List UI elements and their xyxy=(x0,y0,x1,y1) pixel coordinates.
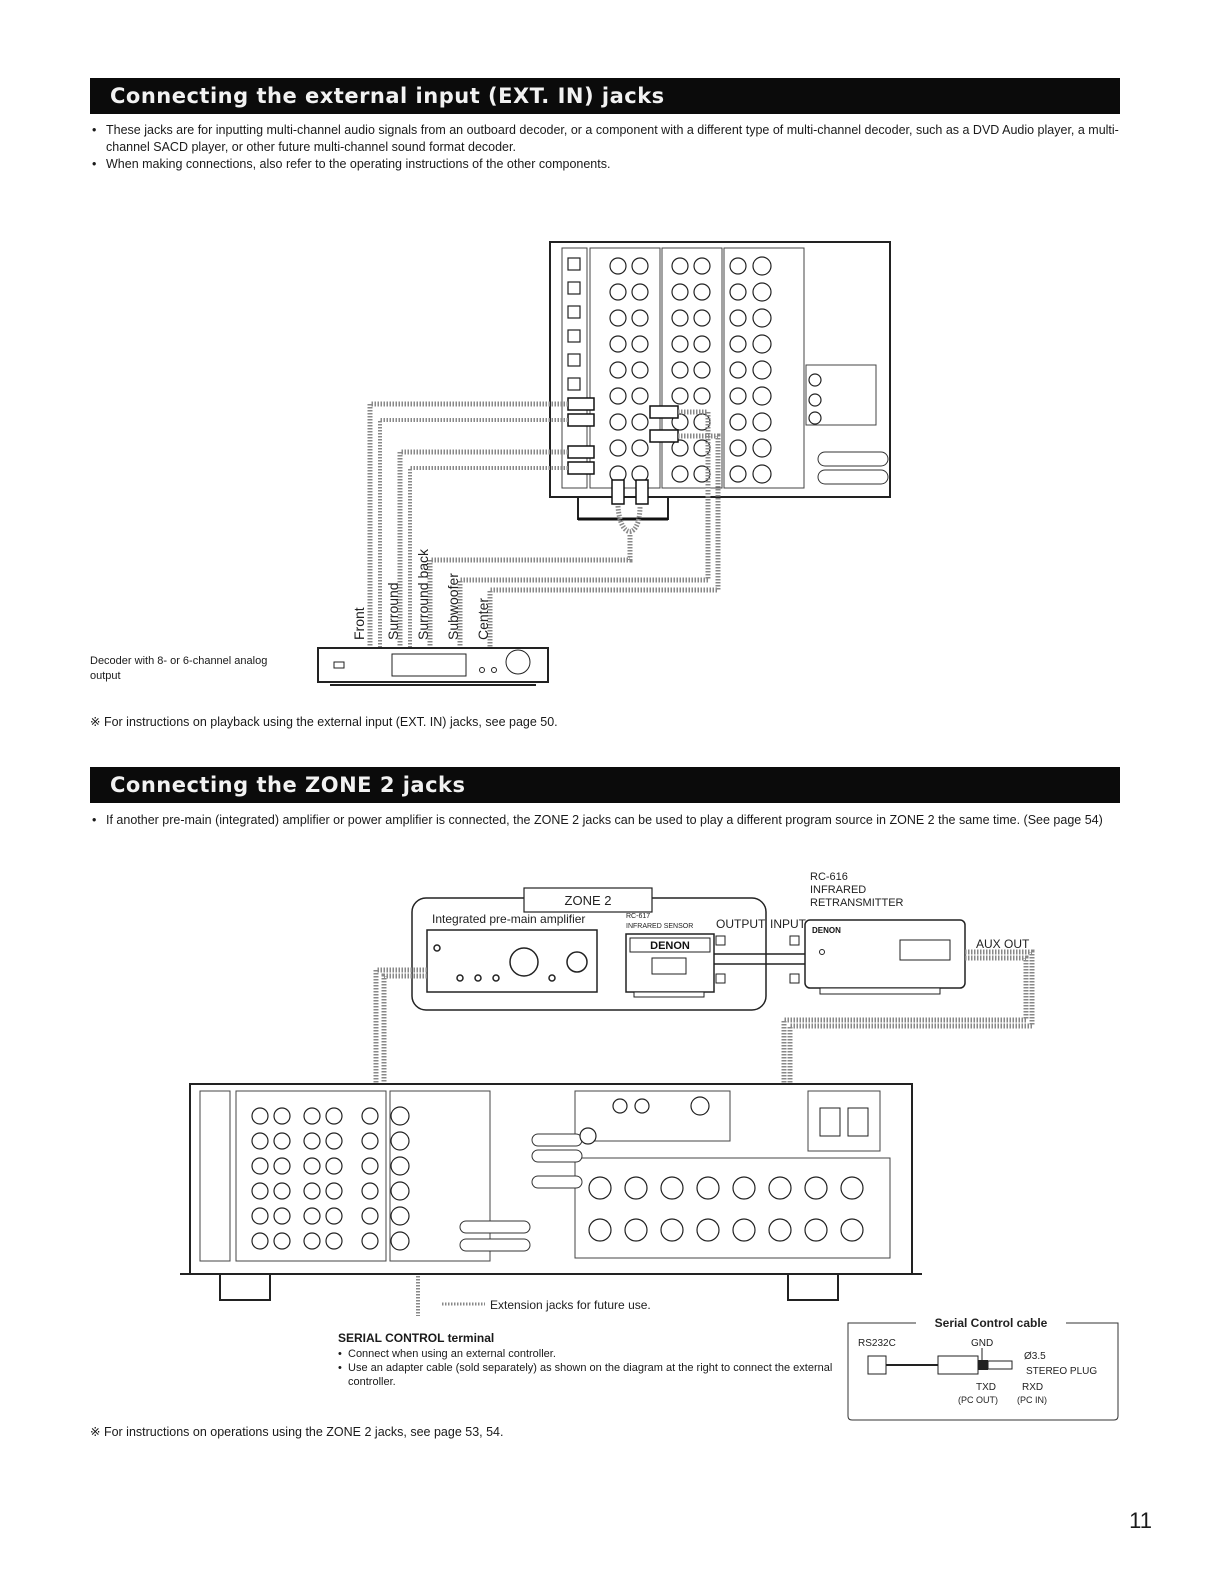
serial-terminal-list: Connect when using an external controlle… xyxy=(338,1347,838,1389)
zone2-connection-diagram: ZONE 2 Integrated pre-main amplifier RC-… xyxy=(180,871,1035,1316)
retransmitter-brand: DENON xyxy=(812,926,841,935)
txd-label: TXD xyxy=(976,1382,996,1393)
plug-size: Ø3.5 xyxy=(1024,1351,1046,1362)
rs232c-label: RS232C xyxy=(858,1338,896,1349)
cable-label-surround: Surround xyxy=(385,582,401,640)
input-label: INPUT xyxy=(770,917,807,931)
sensor-label: INFRARED SENSOR xyxy=(626,923,693,930)
cable-label-center: Center xyxy=(475,598,491,640)
infrared-retransmitter: DENON xyxy=(804,919,966,995)
decoder-label: Decoder with 8- or 6-channel analog outp… xyxy=(90,655,268,682)
cable-label-front: Front xyxy=(351,607,367,640)
zone2-label: ZONE 2 xyxy=(565,893,612,908)
zone2-jack-grid xyxy=(251,1096,864,1251)
infrared-sensor: DENON xyxy=(625,933,715,998)
zone2-note: ※ For instructions on operations using t… xyxy=(90,1425,504,1439)
ext-in-bullet-list: These jacks are for inputting multi-chan… xyxy=(90,122,1120,173)
sensor-model: RC-617 xyxy=(626,913,650,920)
rca-plugs xyxy=(567,397,679,505)
retransmitter-model: RC-616 xyxy=(810,871,848,883)
serial-terminal-item: Connect when using an external controlle… xyxy=(338,1347,838,1361)
page-number: 11 xyxy=(1129,1508,1152,1533)
serial-cable-title: Serial Control cable xyxy=(935,1316,1048,1330)
serial-control-cable-diagram: Serial Control cable RS232C GND Ø3.5 STE… xyxy=(847,1316,1119,1421)
gnd-label: GND xyxy=(971,1338,993,1349)
aux-out-label: AUX OUT xyxy=(976,937,1030,951)
section-header-zone2: Connecting the ZONE 2 jacks xyxy=(90,767,1120,803)
retransmitter-line2: INFRARED xyxy=(810,884,866,896)
amp-label: Integrated pre-main amplifier xyxy=(432,912,585,926)
zone2-bullet-list: If another pre-main (integrated) amplifi… xyxy=(90,812,1120,829)
ext-in-bullet: When making connections, also refer to t… xyxy=(90,156,1120,173)
section-header-ext-in: Connecting the external input (EXT. IN) … xyxy=(90,78,1120,114)
jack-grid xyxy=(567,256,822,484)
ext-in-note: ※ For instructions on playback using the… xyxy=(90,715,558,729)
cable-labels: Front Surround Surround back Subwoofer C… xyxy=(351,548,491,640)
pc-out-label: (PC OUT) xyxy=(958,1395,998,1405)
retransmitter-line3: RETRANSMITTER xyxy=(810,897,904,909)
zone2-bullet: If another pre-main (integrated) amplifi… xyxy=(90,812,1120,829)
output-label: OUTPUT xyxy=(716,917,766,931)
integrated-amplifier xyxy=(426,929,598,993)
pc-in-label: (PC IN) xyxy=(1017,1395,1047,1405)
serial-control-terminal: SERIAL CONTROL terminal Connect when usi… xyxy=(338,1331,838,1389)
extension-jacks-label: Extension jacks for future use. xyxy=(490,1298,651,1312)
serial-terminal-title: SERIAL CONTROL terminal xyxy=(338,1331,495,1345)
serial-terminal-item: Use an adapter cable (sold separately) a… xyxy=(338,1361,838,1389)
decoder-unit xyxy=(317,647,549,686)
rxd-label: RXD xyxy=(1022,1382,1043,1393)
ext-in-connection-diagram: Front Surround Surround back Subwoofer C… xyxy=(317,241,891,686)
cable-label-subwoofer: Subwoofer xyxy=(445,573,461,640)
ext-in-bullet: These jacks are for inputting multi-chan… xyxy=(90,122,1120,156)
cable-label-surround-back: Surround back xyxy=(415,548,431,640)
cables xyxy=(367,401,721,648)
stereo-plug-label: STEREO PLUG xyxy=(1026,1366,1097,1377)
sensor-brand: DENON xyxy=(650,940,690,952)
